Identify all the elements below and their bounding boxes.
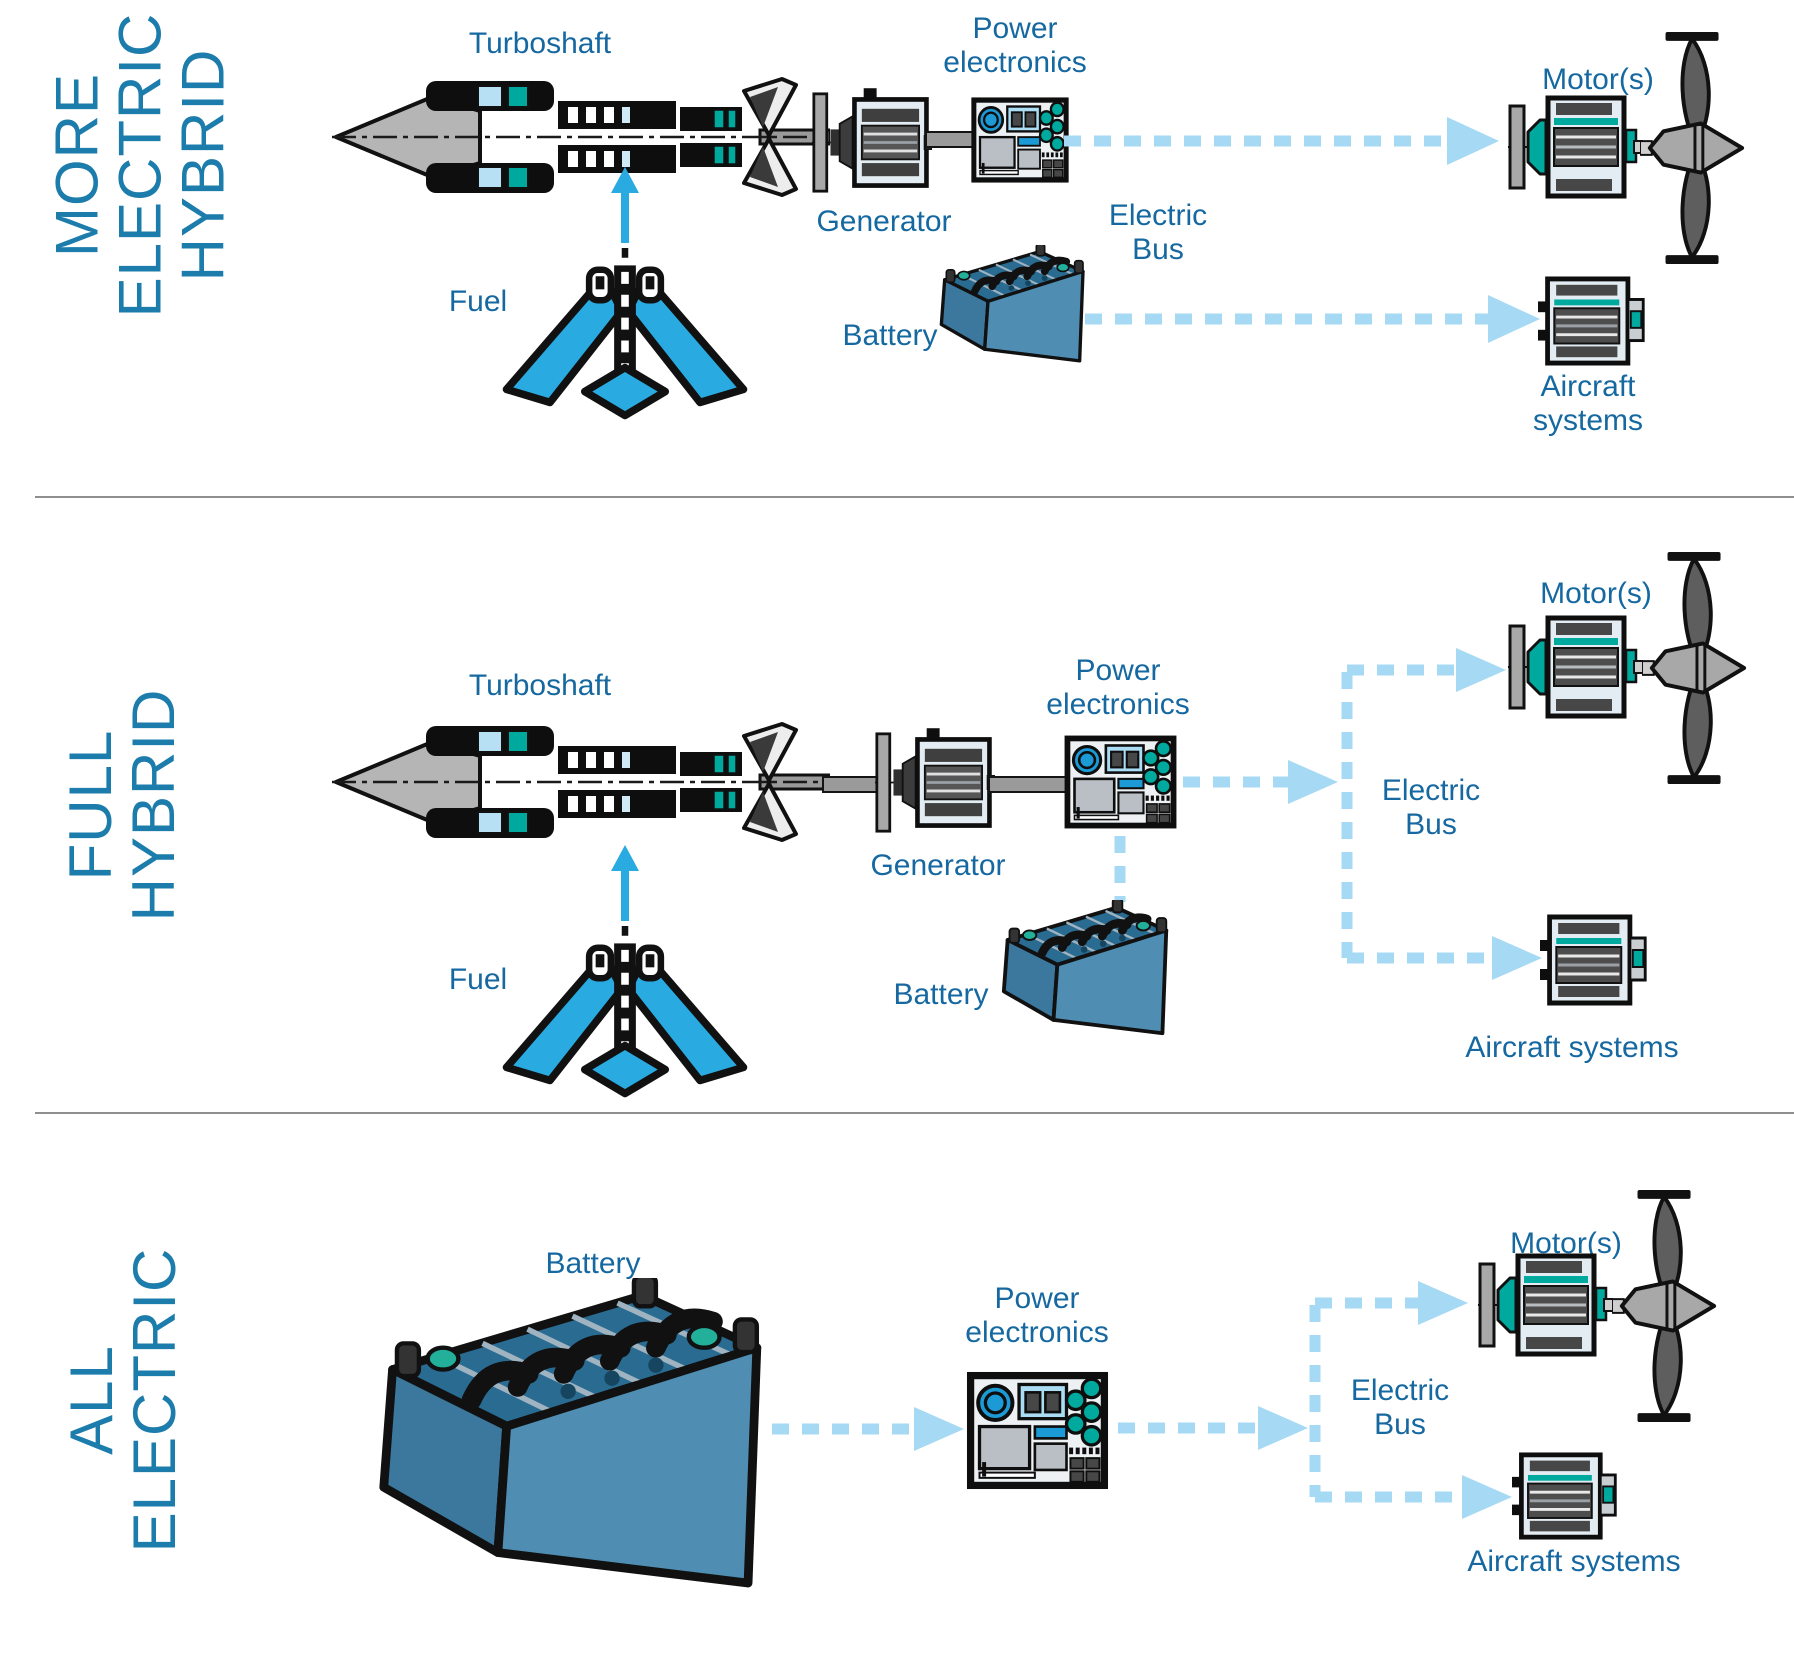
battery-icon (375, 1278, 770, 1594)
electric-bus-elbow-icon (1118, 1281, 1512, 1519)
electric-bus-label: Electric Bus (1381, 774, 1481, 841)
generator-label: Generator (870, 849, 1006, 883)
fuel-label: Fuel (448, 285, 508, 319)
electric-bus-arrow-icon (1085, 295, 1540, 343)
propeller-icon (1612, 1188, 1720, 1424)
row-divider-2 (35, 1112, 1794, 1114)
fuel-arrow-icon (611, 167, 639, 243)
row-divider-1 (35, 496, 1794, 498)
battery-feed-dash-icon (1114, 836, 1126, 902)
motor-icon (1478, 1248, 1613, 1363)
aircraft-systems-label: Aircraft systems (1465, 1031, 1679, 1065)
fuel-label: Fuel (448, 963, 508, 997)
power-electronics-label: Power electronics (943, 12, 1087, 79)
row-title: ALL ELECTRIC (58, 1247, 188, 1553)
electric-bus-arrow-icon (772, 1407, 964, 1451)
generator-label: Generator (816, 205, 952, 239)
fuel-arrow-icon (611, 845, 639, 921)
power-electronics-label: Power electronics (965, 1282, 1109, 1349)
electric-bus-label: Electric Bus (1108, 199, 1208, 266)
battery-label: Battery (842, 319, 938, 353)
electric-bus-label: Electric Bus (1350, 1374, 1450, 1441)
battery-label: Battery (893, 978, 989, 1012)
turboshaft-label: Turboshaft (468, 669, 612, 703)
motors-label: Motor(s) (1540, 577, 1652, 611)
aircraft-systems-label: Aircraft systems (1532, 370, 1643, 437)
power-electronics-icon (965, 1370, 1110, 1491)
motors-label: Motor(s) (1542, 63, 1654, 97)
aircraft-systems-icon (1512, 1452, 1620, 1540)
electric-bus-elbow-icon (1183, 648, 1542, 980)
electric-bus-arrow-icon (1064, 117, 1499, 165)
turboshaft-label: Turboshaft (468, 27, 612, 61)
battery-label: Battery (545, 1247, 641, 1281)
power-electronics-label: Power electronics (1046, 654, 1190, 721)
aircraft-systems-label: Aircraft systems (1467, 1545, 1681, 1579)
